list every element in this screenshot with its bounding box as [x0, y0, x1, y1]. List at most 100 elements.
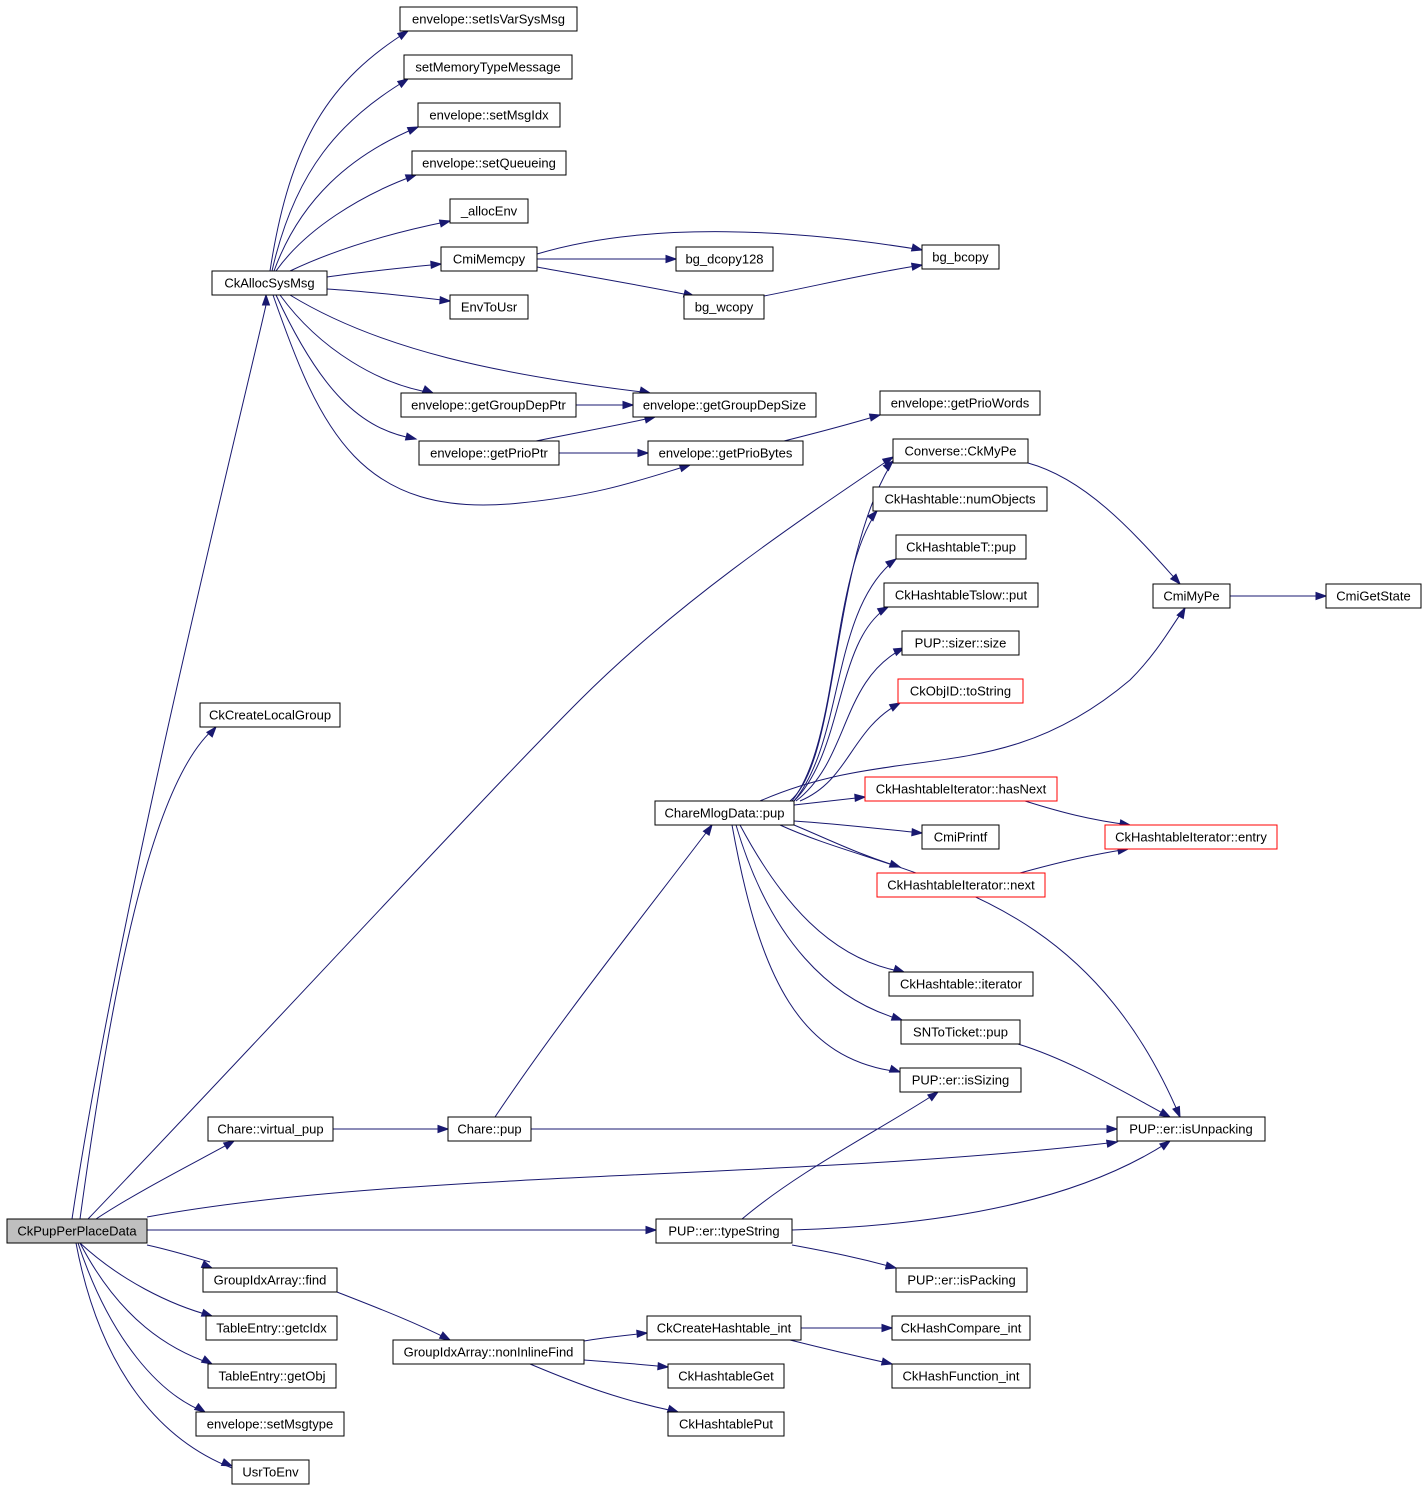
graph-node-charepup[interactable]: Chare::pup — [447, 1116, 532, 1142]
graph-node-ispacking[interactable]: PUP::er::isPacking — [895, 1267, 1028, 1293]
call-edge-line — [1024, 800, 1131, 826]
graph-node-hashiterator[interactable]: CkHashtable::iterator — [888, 971, 1034, 997]
graph-node-setisvar[interactable]: envelope::setIsVarSysMsg — [399, 6, 578, 32]
node-box — [667, 1363, 785, 1389]
graph-node-hashcmpint[interactable]: CkHashCompare_int — [891, 1315, 1031, 1341]
graph-node-bgwcopy[interactable]: bg_wcopy — [683, 294, 765, 320]
graph-node-objidtostr[interactable]: CkObjID::toString — [897, 678, 1024, 704]
arrowhead-icon — [200, 1308, 214, 1317]
graph-node-getprioptr[interactable]: envelope::getPrioPtr — [418, 440, 560, 466]
graph-node-getpriowords[interactable]: envelope::getPrioWords — [879, 390, 1041, 416]
arrowhead-icon — [884, 1261, 898, 1270]
graph-node-grpfind[interactable]: GroupIdxArray::find — [202, 1267, 338, 1293]
graph-node-cmiprintf[interactable]: CmiPrintf — [921, 824, 1000, 850]
arrowhead-icon — [892, 647, 906, 657]
graph-node-chvirt[interactable]: Chare::virtual_pup — [207, 1116, 334, 1142]
graph-node-cmigetstate[interactable]: CmiGetState — [1325, 583, 1422, 609]
node-label: envelope::getPrioWords — [891, 396, 1030, 411]
arrowhead-icon — [404, 174, 418, 183]
call-edge — [333, 1124, 450, 1134]
graph-node-getpriobytes[interactable]: envelope::getPrioBytes — [647, 440, 804, 466]
node-box — [205, 1315, 338, 1341]
node-label: GroupIdxArray::find — [214, 1273, 327, 1288]
arrowhead-icon — [636, 1329, 649, 1339]
node-label: CmiPrintf — [934, 830, 988, 845]
graph-node-setmem[interactable]: setMemoryTypeMessage — [403, 54, 573, 80]
node-label: UsrToEnv — [242, 1465, 299, 1480]
call-edge — [289, 219, 452, 272]
node-label: CmiMemcpy — [453, 252, 526, 267]
graph-node-usrtoenv[interactable]: UsrToEnv — [231, 1459, 310, 1485]
graph-node-envtousr[interactable]: EnvToUsr — [449, 294, 529, 320]
node-box — [646, 1315, 802, 1341]
graph-node-nonfind[interactable]: GroupIdxArray::nonInlineFind — [392, 1339, 585, 1365]
call-edge-line — [71, 304, 267, 1220]
graph-node-hashput[interactable]: CkHashtablePut — [667, 1411, 785, 1437]
graph-node-hashnumobj[interactable]: CkHashtable::numObjects — [872, 486, 1048, 512]
graph-node-allocenv[interactable]: _allocEnv — [449, 198, 529, 224]
graph-node-tegetobj[interactable]: TableEntry::getObj — [207, 1363, 337, 1389]
arrowhead-icon — [1105, 1139, 1119, 1148]
node-label: CkHashtableIterator::hasNext — [876, 782, 1047, 797]
graph-node-convmype[interactable]: Converse::CkMyPe — [892, 438, 1029, 464]
graph-node-typestring[interactable]: PUP::er::typeString — [655, 1218, 793, 1244]
node-label: CkPupPerPlaceData — [17, 1224, 137, 1239]
arrowhead-icon — [866, 509, 879, 522]
graph-node-setmsgidx[interactable]: envelope::setMsgIdx — [417, 102, 561, 128]
node-box — [440, 246, 538, 272]
graph-node-hashtslowput[interactable]: CkHashtableTslow::put — [883, 582, 1039, 608]
call-edge-line — [741, 1091, 939, 1220]
arrowhead-icon — [665, 254, 678, 264]
graph-node-snpup[interactable]: SNToTicket::pup — [900, 1019, 1021, 1045]
arrowhead-icon — [888, 1064, 902, 1073]
graph-node-iterentry[interactable]: CkHashtableIterator::entry — [1104, 824, 1278, 850]
node-box — [1325, 583, 1422, 609]
graph-node-charemlog[interactable]: ChareMlogData::pup — [654, 800, 795, 826]
call-edge-line — [791, 1140, 1171, 1231]
call-edge-line — [75, 1242, 233, 1469]
graph-node-issizing[interactable]: PUP::er::isSizing — [899, 1067, 1022, 1093]
node-label: CkObjID::toString — [910, 684, 1011, 699]
call-edge — [791, 1244, 898, 1270]
graph-node-isunpacking[interactable]: PUP::er::isUnpacking — [1116, 1116, 1266, 1142]
graph-node-hashtpup[interactable]: CkHashtableT::pup — [895, 534, 1027, 560]
node-label: SNToTicket::pup — [913, 1025, 1008, 1040]
graph-node-bgbcopy[interactable]: bg_bcopy — [921, 244, 1000, 270]
call-edge-line — [793, 558, 897, 802]
call-edge-line — [793, 606, 889, 802]
call-edge-line — [275, 174, 417, 272]
graph-node-setmsgtype[interactable]: envelope::setMsgtype — [195, 1411, 345, 1437]
node-label: CkHashtableTslow::put — [895, 588, 1028, 603]
node-box — [199, 702, 341, 728]
node-label: PUP::er::isPacking — [907, 1273, 1015, 1288]
graph-node-getgrpptr[interactable]: envelope::getGroupDepPtr — [400, 392, 577, 418]
graph-node-sizersize[interactable]: PUP::sizer::size — [901, 630, 1020, 656]
graph-node-cklocalgroup[interactable]: CkCreateLocalGroup — [199, 702, 341, 728]
graph-node-iternext[interactable]: CkHashtableIterator::next — [876, 872, 1046, 898]
call-edge-line — [326, 263, 442, 278]
call-edge — [741, 1091, 940, 1220]
call-edge — [79, 1242, 214, 1317]
graph-node-cmimemcpy[interactable]: CmiMemcpy — [440, 246, 538, 272]
call-edge — [536, 266, 696, 298]
node-box — [399, 6, 578, 32]
node-box — [1152, 583, 1231, 609]
call-edge — [789, 1339, 894, 1366]
node-label: CkAllocSysMsg — [224, 276, 314, 291]
arrowhead-icon — [1106, 1124, 1119, 1134]
graph-node-getgrpsize[interactable]: envelope::getGroupDepSize — [632, 392, 817, 418]
graph-node-iterhasnext[interactable]: CkHashtableIterator::hasNext — [864, 776, 1058, 802]
graph-node-cmimype[interactable]: CmiMyPe — [1152, 583, 1231, 609]
graph-node-tegetcidx[interactable]: TableEntry::getcIdx — [205, 1315, 338, 1341]
node-box — [403, 54, 573, 80]
graph-node-ckalloc[interactable]: CkAllocSysMsg — [211, 270, 328, 296]
call-edge-line — [783, 414, 881, 442]
node-label: TableEntry::getObj — [219, 1369, 326, 1384]
graph-node-bgdcopy[interactable]: bg_dcopy128 — [675, 246, 774, 272]
graph-node-hashfnint[interactable]: CkHashFunction_int — [891, 1363, 1031, 1389]
graph-node-crhashint[interactable]: CkCreateHashtable_int — [646, 1315, 802, 1341]
node-label: Converse::CkMyPe — [905, 444, 1017, 459]
graph-node-root[interactable]: CkPupPerPlaceData — [6, 1218, 148, 1244]
graph-node-hashget[interactable]: CkHashtableGet — [667, 1363, 785, 1389]
graph-node-setqueue[interactable]: envelope::setQueueing — [411, 150, 567, 176]
